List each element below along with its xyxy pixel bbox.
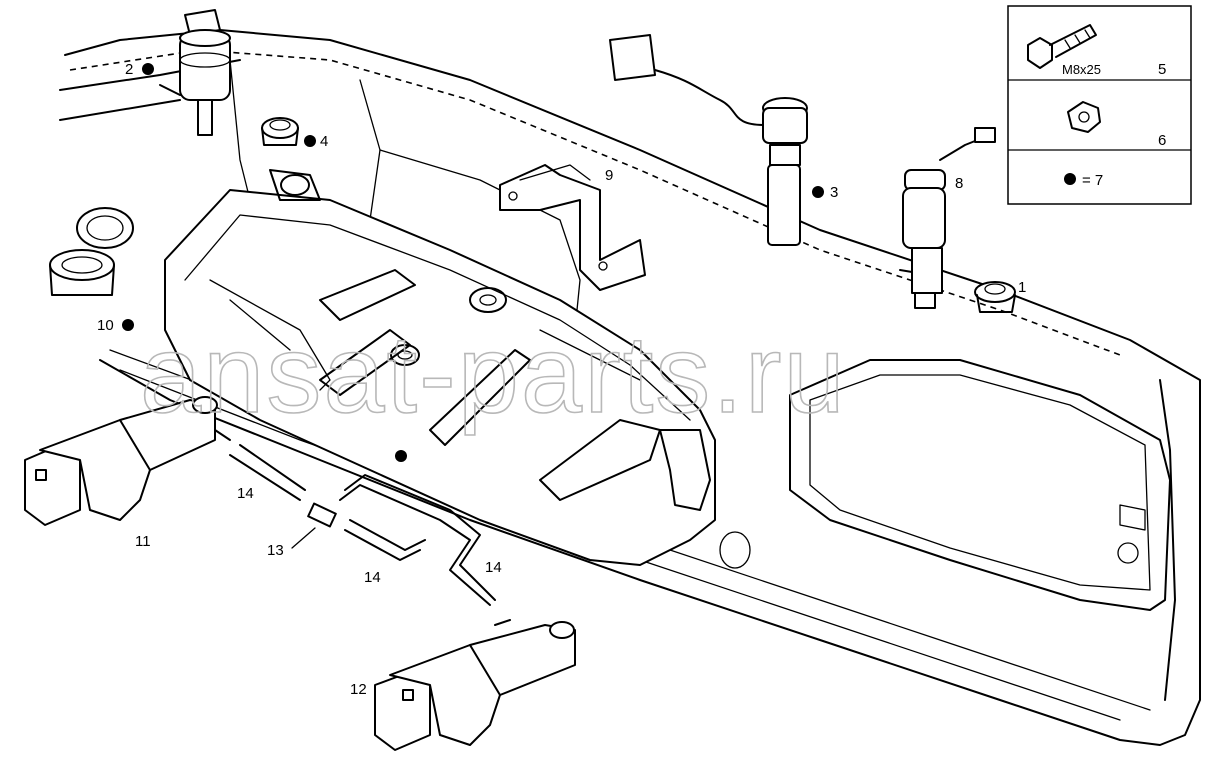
legend-nut-number: 6 [1158,132,1166,149]
watermark: ansat-parts.ru [140,313,847,436]
callout-13: 13 [267,542,284,559]
callout-4: 4 [320,133,328,150]
filler-cap-10 [49,207,134,296]
callout-3: 3 [830,184,838,201]
callout-10-dot [122,319,134,331]
level-sensor-3 [609,34,808,246]
callout-labels: 2 4 9 3 8 1 10 11 14 13 14 14 12 [97,61,1026,698]
legend-box: M8x25 5 6 = 7 [1007,5,1192,205]
bracket-9 [499,164,646,291]
callout-14-c: 14 [485,559,502,576]
callout-1: 1 [1018,279,1026,296]
bolt-icon [1027,24,1097,69]
grommet-1 [974,281,1016,313]
callout-8: 8 [955,175,963,192]
legend-bolt-size: M8x25 [1062,62,1101,77]
callout-2-dot [142,63,154,75]
washer-tank [164,169,716,566]
hose-assembly [229,444,496,606]
nut-icon [1067,101,1101,133]
legend-dot-icon [1064,173,1076,185]
washer-nozzle-12 [374,619,576,751]
washer-pump-8 [899,127,996,309]
headlight-opening [719,359,1171,611]
legend-dot-label: = 7 [1082,172,1103,189]
callout-13-leader [291,527,316,549]
washer-pump-2 [159,9,231,136]
callout-9: 9 [605,167,613,184]
callout-14-b: 14 [364,569,381,586]
callout-12: 12 [350,681,367,698]
callout-2: 2 [125,61,133,78]
callout-4-dot [304,135,316,147]
grommet-4 [261,117,299,146]
callout-14-a: 14 [237,485,254,502]
legend-bolt-number: 5 [1158,61,1166,78]
washer-nozzle-11 [24,396,231,526]
callout-11: 11 [135,533,151,550]
tank-dot-marker [395,450,407,462]
callout-10: 10 [97,317,114,334]
callout-3-dot [812,186,824,198]
